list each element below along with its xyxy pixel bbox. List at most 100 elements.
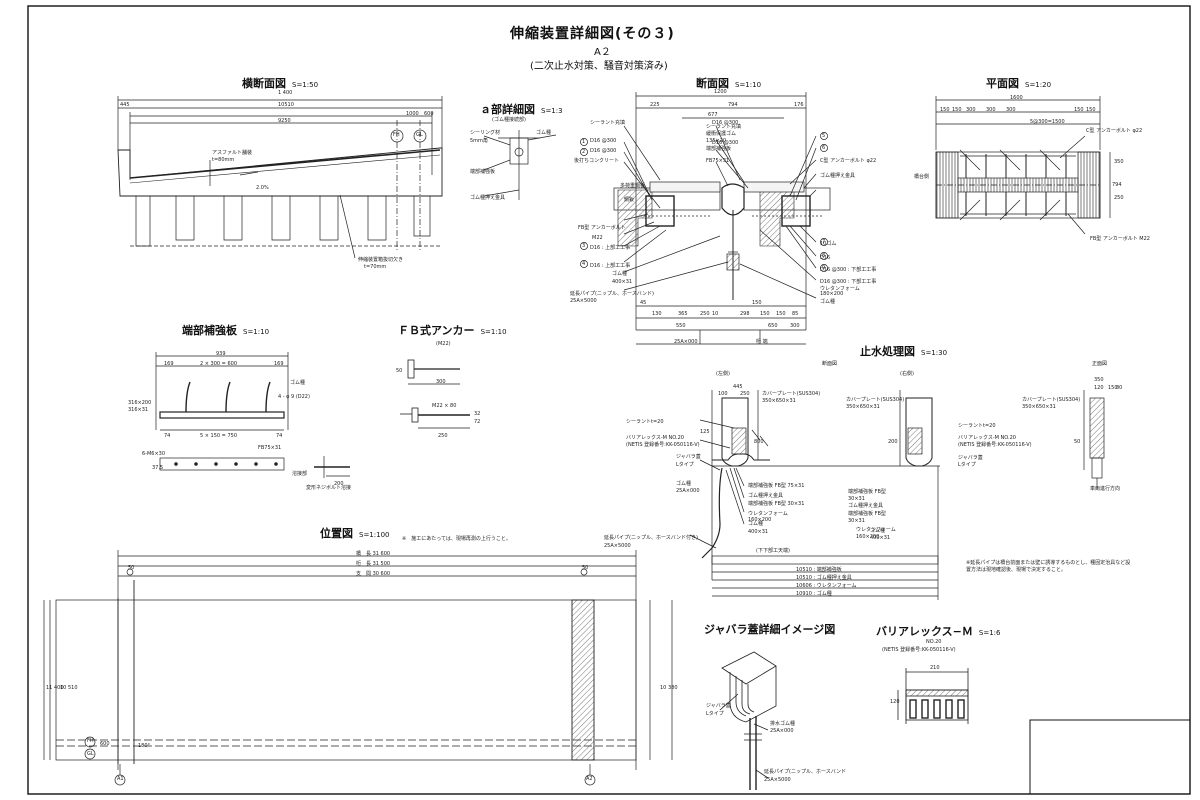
section-circles-label: 1 (582, 139, 586, 145)
water-stop-notes-right-label: (NETIS 登録番号:KK-050116-V) (958, 442, 1032, 448)
section-notes-label: D16 @300 : 下部工工事 (820, 267, 877, 273)
water-stop-dims-label: 150 (1108, 385, 1118, 391)
section-circles-label: 5 (822, 133, 826, 139)
section-dims-label: 150 (776, 311, 786, 317)
location-dims-label: 10 510 (60, 685, 78, 691)
barrier-drawing (897, 668, 969, 724)
water-stop-section-label: 断面図 (822, 361, 838, 367)
water-stop-notes-right-label: バリアレックス-M NO.20 (958, 435, 1016, 441)
water-stop-bottom-dims-label: 10510 : ゴム種押え金具 (796, 575, 852, 581)
end-plate-dims-label: 200 (334, 481, 344, 487)
location-markers-label: A1 (117, 776, 124, 782)
a-detail-subtitle: (ゴム種接続部) (492, 117, 526, 123)
end-plate-dims-label: 6-M6×30 (142, 451, 166, 457)
section-dims-label: 677 (708, 112, 718, 118)
cross-section-notes-label: 2.0% (256, 185, 269, 191)
section-notes-label: D16 (820, 255, 831, 261)
location-markers-label: FH (87, 738, 94, 744)
section-notes-label: ゴム種 (820, 299, 836, 305)
water-stop-notes-right-label: ウレタンフォーム (856, 527, 896, 533)
water-stop-dims-label: 250 (740, 391, 750, 397)
water-stop-bottom-dims-label: 10510 : 端部補強板 (796, 567, 842, 573)
water-stop-notes-left-label: ゴム種 (676, 481, 692, 487)
cross-section-markers-label: GL (416, 132, 423, 138)
section-notes-label: M22 (592, 235, 603, 241)
barrier-dims-label: 210 (930, 665, 940, 671)
drawing-subtitle: (二次止水対策、騒音対策済み) (530, 61, 668, 72)
jabara-notes-label: ジャバラ蓋 (706, 703, 731, 709)
location-markers-label: 50 (128, 565, 135, 571)
water-stop-notes-front-label: カバープレート(SUS304) (1022, 397, 1081, 403)
section-notes-label: シーラント充填 (706, 124, 742, 130)
a-detail-notes-label: シーリング材 (470, 130, 501, 136)
location-markers-label: 180° (138, 743, 151, 749)
water-stop-right-label: (右側) (900, 371, 914, 377)
section-dims-label: 10 (712, 311, 719, 317)
water-stop-notes-left-label: Lタイプ (676, 462, 694, 468)
location-drawing (43, 550, 673, 786)
section-dims-label: 300 (790, 323, 800, 329)
end-plate-dims-label: 2 × 300 = 600 (200, 361, 238, 367)
water-stop-dims-label: 120 (1094, 385, 1104, 391)
water-stop-notes-right-label: ゴム種押え金具 (848, 503, 884, 509)
water-stop-notes-left-label: ジャバラ蓋 (676, 454, 701, 460)
section-notes-label: ウレタンフォーム (820, 286, 860, 292)
water-stop-notes-right-label: ゴム種 (870, 528, 886, 534)
cross-section-notes-label: t=70mm (364, 264, 387, 270)
end-plate-dims-label: 939 (216, 351, 226, 357)
water-stop-notes-left-label: ウレタンフォーム (748, 511, 788, 517)
section-notes-label: D16 @300 (590, 148, 617, 154)
end-plate-notes-label: 変形ネジボルト溶接 (306, 485, 352, 491)
water-stop-notes-left-label: シーラントt=20 (626, 419, 664, 425)
plan-dims-label: 1600 (1010, 95, 1023, 101)
section-notes-label: FB75×31 (706, 158, 730, 164)
jabara-notes-label: 25A×5000 (764, 777, 791, 783)
water-stop-notes-left-label: 350×650×31 (762, 398, 796, 404)
cross-section-dims-label: 600 (424, 111, 434, 117)
section-notes-label: 緩衝保護ゴム (706, 131, 737, 137)
end-plate-dims-label: 4 - φ 9 (D22) (278, 394, 310, 400)
water-stop-notes-left-label: 端部補強板 FB型 75×31 (748, 483, 805, 489)
cross-section-notes-label: 伸縮装置箱抜切欠き (358, 257, 404, 263)
barrier-dims-label: 120 (890, 699, 900, 705)
water-stop-notes-right-label: 30×31 (848, 518, 865, 524)
title-block-frame (1029, 719, 1191, 795)
section-circles-label: 9 (822, 265, 826, 271)
fb-anchor-dims-label: 250 (438, 433, 448, 439)
water-stop-dims-label: 125 (700, 429, 710, 435)
cross-section-drawing (117, 96, 443, 259)
jabara-notes-label: 25A×000 (770, 728, 794, 734)
section-notes-label: 鋼鈑 (624, 197, 635, 203)
water-stop-notes-front-label: 車両進行方向 (1090, 486, 1121, 492)
section-dims-label: 650 (768, 323, 778, 329)
a-detail-notes-label: ゴム種 (536, 130, 552, 136)
water-stop-notes-left-label: 延長パイプ(ニップル、ホースバンド付き) (604, 535, 698, 541)
plan-dims-label: 794 (1112, 182, 1122, 188)
fb-anchor-dims-label: M22 × 80 (432, 403, 457, 409)
section-dims-label: 794 (728, 102, 738, 108)
plan-notes-label: FB型 アンカーボルト M22 (1090, 236, 1150, 242)
water-stop-dims-label: 200 (888, 439, 898, 445)
section-notes-label: 桁 端 (756, 339, 768, 345)
jabara-notes-label: 排水ゴム種 (770, 721, 796, 727)
water-stop-drawing (689, 390, 1105, 600)
section-notes-label: 後打ちコンクリート (574, 158, 620, 164)
cross-section-dims-label: 1000 (406, 111, 419, 117)
location-markers-label: A2 (586, 776, 593, 782)
section-dims-label: 176 (794, 102, 804, 108)
jabara-notes-label: 延長パイプ(ニップル、ホースバンド (764, 769, 846, 775)
water-stop-notes-left-label: ゴム種押え金具 (748, 493, 784, 499)
water-stop-notes-left-label: 160×200 (748, 517, 772, 523)
jabara-title: ジャバラ蓋詳細イメージ図 (704, 623, 836, 636)
a-detail-notes-label: 端部補強板 (470, 169, 496, 175)
water-stop-labels-label: (下下部工天端) (756, 548, 790, 554)
section-circles-label: 8 (822, 253, 826, 259)
section-notes-label: D16 @300 (712, 120, 739, 126)
water-stop-notes-right-label: シーラントt=20 (958, 423, 996, 429)
cross-section-dims-label: 1 400 (278, 90, 293, 96)
